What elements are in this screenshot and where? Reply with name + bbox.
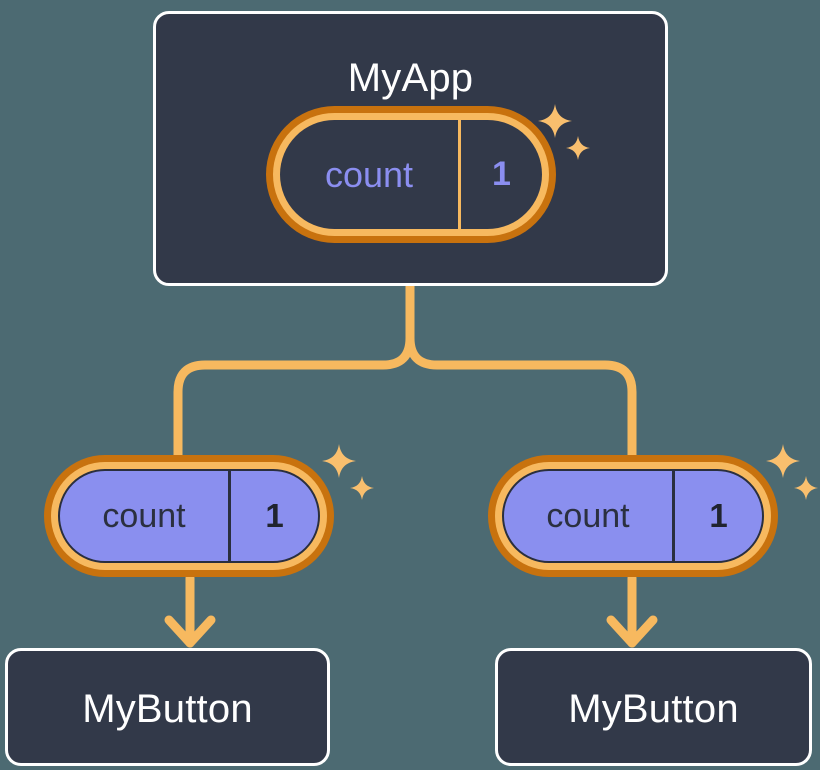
arrow-down-head-left bbox=[164, 615, 216, 648]
state-pill-right[interactable]: count 1 bbox=[488, 455, 778, 577]
state-key-label: count bbox=[324, 153, 414, 195]
leaf-title: MyButton bbox=[568, 687, 739, 731]
state-pill-root[interactable]: count 1 bbox=[266, 106, 556, 243]
leaf-component-card-right[interactable]: MyButton bbox=[495, 648, 812, 766]
state-pill-left[interactable]: count 1 bbox=[44, 455, 334, 577]
arrow-down-head-right bbox=[606, 615, 658, 648]
state-pill-body: count 1 bbox=[280, 120, 542, 229]
state-key-label: count bbox=[102, 496, 186, 535]
page-title: MyApp bbox=[347, 56, 474, 100]
tree-fork-connector-right bbox=[405, 333, 637, 460]
state-value-label: 1 bbox=[672, 471, 762, 561]
state-value-label: 1 bbox=[458, 120, 542, 229]
state-pill-ring: count 1 bbox=[495, 462, 771, 570]
state-value-label: 1 bbox=[228, 471, 318, 561]
state-pill-ring: count 1 bbox=[51, 462, 327, 570]
state-pill-body: count 1 bbox=[58, 469, 320, 563]
leaf-title: MyButton bbox=[82, 687, 253, 731]
state-key-label: count bbox=[546, 496, 630, 535]
state-pill-body: count 1 bbox=[502, 469, 764, 563]
leaf-component-card-left[interactable]: MyButton bbox=[5, 648, 330, 766]
tree-fork-connector bbox=[173, 281, 415, 460]
state-pill-ring: count 1 bbox=[273, 113, 549, 236]
